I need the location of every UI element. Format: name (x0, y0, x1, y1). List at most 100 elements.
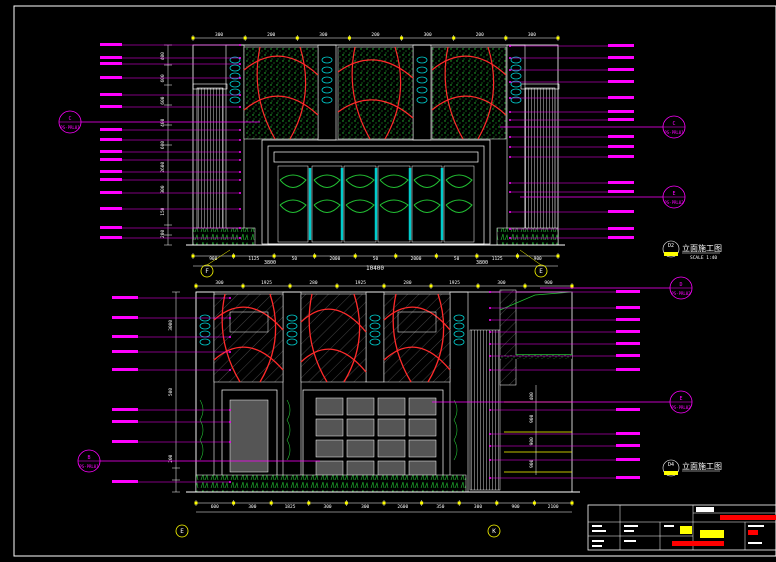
lower-axis-left-label: E (180, 528, 184, 535)
dim-marker (194, 284, 198, 288)
leader-note-marker (608, 227, 634, 230)
leader-note-marker (112, 316, 138, 319)
dim-marker (452, 36, 456, 40)
upper-section-right-letter: C (672, 121, 675, 127)
leader-dot (239, 171, 241, 173)
lower-left-notes (112, 296, 231, 483)
dim-marker (382, 501, 386, 505)
leader-dot (509, 156, 511, 158)
leader-note-marker (100, 56, 122, 59)
leader-note-marker (100, 128, 122, 131)
leader-dot (489, 459, 491, 461)
leader-dot (239, 139, 241, 141)
leader-note-marker (100, 170, 122, 173)
leader-dot (489, 319, 491, 321)
dim-marker (232, 501, 236, 505)
upper-right-notes (509, 44, 634, 239)
leader-dot (489, 369, 491, 371)
leader-dot (239, 63, 241, 65)
upper-section-marker-right-2: E PS-PRL02 (520, 185, 686, 209)
lower-title-text: 立面施工图 (682, 461, 722, 471)
dim-label: 50 (292, 256, 298, 262)
dim-marker (313, 254, 317, 258)
upper-section-right-ref: PS-PRL01 (664, 130, 684, 135)
dim-label: 600 (211, 504, 219, 510)
leader-dot (229, 481, 231, 483)
dim-label: 1125 (492, 256, 503, 262)
leader-note-marker (100, 93, 122, 96)
dim-label: 300 (248, 504, 256, 510)
dim-marker (241, 284, 245, 288)
leader-note-marker (616, 458, 640, 461)
leader-dot (509, 182, 511, 184)
dim-label: 50 (373, 256, 379, 262)
dim-label: 300 (160, 185, 166, 193)
leader-note-marker (100, 76, 122, 79)
leader-note-marker (616, 342, 640, 345)
dim-marker (194, 501, 198, 505)
leader-note-marker (616, 408, 640, 411)
dim-label: 1925 (355, 280, 366, 286)
leader-dot (509, 45, 511, 47)
leader-note-marker (112, 350, 138, 353)
leader-note-marker (608, 155, 634, 158)
lower-axis-right (487, 524, 501, 538)
leader-note-marker (100, 236, 122, 239)
lower-door-center (302, 389, 444, 491)
leader-note-marker (100, 43, 122, 46)
dim-label: 900 (209, 256, 217, 262)
leader-dot (229, 421, 231, 423)
lower-section-marker-e: E PS-PRL02 (432, 390, 693, 414)
dim-label: 400 (160, 118, 166, 126)
upper-scale-text: SCALE 1:40 (690, 255, 717, 261)
lower-section-d-ref: PS-PRL02 (671, 291, 691, 296)
dim-marker (457, 501, 461, 505)
upper-floor-planting (192, 227, 256, 246)
leader-note-marker (608, 80, 634, 83)
dim-marker (556, 254, 560, 258)
dim-label: 300 (528, 32, 536, 38)
leader-note-marker (616, 330, 640, 333)
dim-label: 600 (160, 96, 166, 104)
leader-dot (509, 228, 511, 230)
leader-note-marker (100, 226, 122, 229)
leader-dot (489, 355, 491, 357)
leader-dot (239, 208, 241, 210)
dim-label: 280 (403, 280, 411, 286)
leader-dot (509, 119, 511, 121)
dim-label: 350 (436, 504, 444, 510)
upper-section-marker-left: C PS-PRL01 (58, 110, 260, 134)
leader-dot (489, 433, 491, 435)
leader-note-marker (608, 44, 634, 47)
leader-note-marker (616, 306, 640, 309)
dim-label: 2600 (160, 162, 166, 173)
dim-marker (570, 501, 574, 505)
lower-title-tag: D4 (668, 462, 674, 468)
dim-label: 200 (160, 230, 166, 238)
lower-axis-left (175, 524, 189, 538)
dim-label: 50 (454, 256, 460, 262)
leader-note-marker (100, 62, 122, 65)
leader-note-marker (100, 138, 122, 141)
dim-marker (476, 284, 480, 288)
leader-dot (509, 237, 511, 239)
dim-label: 200 (168, 454, 174, 462)
leader-dot (489, 343, 491, 345)
dim-marker (504, 36, 508, 40)
dim-marker (353, 254, 357, 258)
upper-right-column (524, 87, 556, 231)
dim-marker (269, 501, 273, 505)
leader-note-marker (608, 96, 634, 99)
leader-dot (229, 297, 231, 299)
leader-note-marker (608, 118, 634, 121)
drawing-frame (13, 5, 776, 557)
leader-dot (489, 477, 491, 479)
leader-note-marker (112, 440, 138, 443)
upper-door-frame (261, 139, 491, 245)
upper-stone-panels (243, 46, 507, 140)
leader-dot (509, 136, 511, 138)
